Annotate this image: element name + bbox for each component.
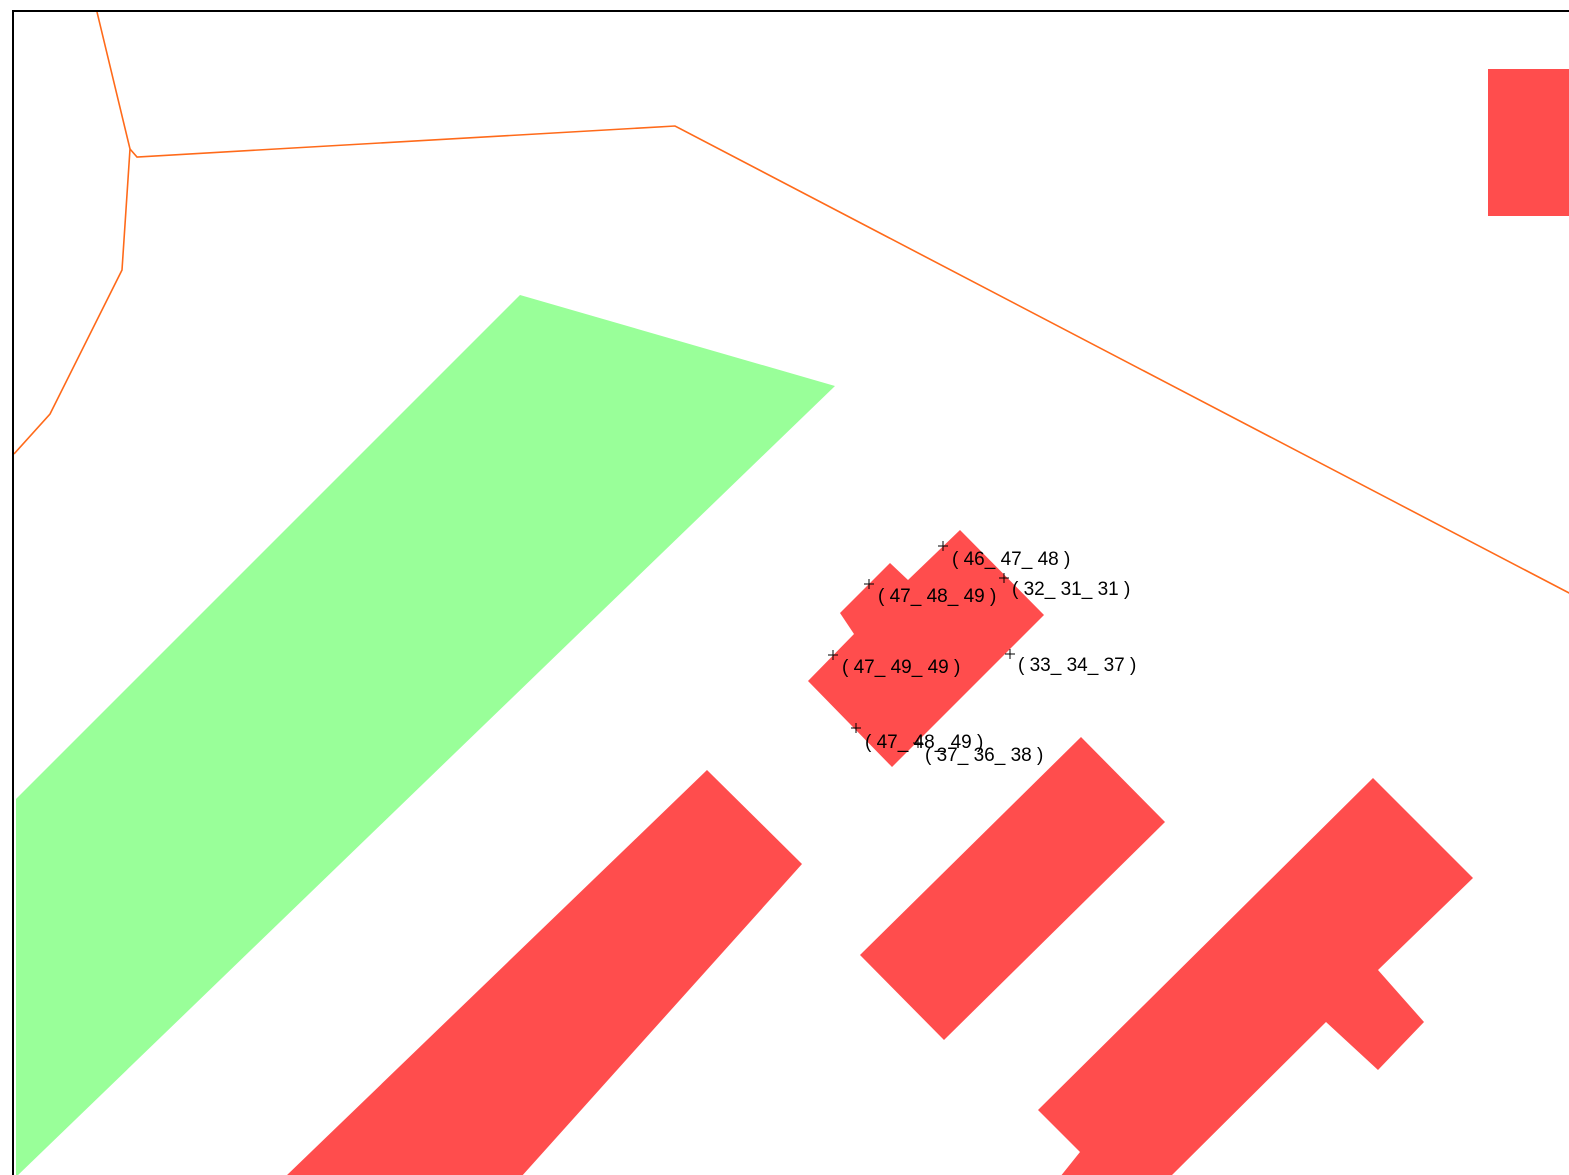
point-marker[interactable] (999, 573, 1009, 583)
building-long-left (287, 770, 802, 1175)
building-top-right (1488, 69, 1569, 216)
building-middle (860, 737, 1165, 1040)
point-label: ( 46_ 47_ 48 ) (952, 549, 1070, 570)
building-right-tshape (1038, 778, 1473, 1175)
point-label: ( 33_ 34_ 37 ) (1018, 655, 1136, 676)
point-markers (828, 541, 1015, 748)
green-area (16, 295, 835, 1175)
building-small-center (808, 530, 1044, 767)
point-marker[interactable] (828, 650, 838, 660)
point-marker[interactable] (1005, 649, 1015, 659)
point-label: ( 47_ 49_ 49 ) (842, 657, 960, 678)
point-marker[interactable] (938, 541, 948, 551)
point-marker[interactable] (851, 723, 861, 733)
point-label: ( 32_ 31_ 31 ) (1012, 579, 1130, 600)
boundary-line-north (129, 125, 1569, 594)
boundary-lines (14, 12, 1569, 594)
point-labels: ( 46_ 47_ 48 ) ( 47_ 48_ 49 ) ( 32_ 31_ … (842, 549, 1136, 766)
point-marker[interactable] (864, 579, 874, 589)
map-canvas[interactable]: ( 46_ 47_ 48 ) ( 47_ 48_ 49 ) ( 32_ 31_ … (12, 10, 1569, 1175)
point-marker[interactable] (913, 738, 923, 748)
map-drawing: ( 46_ 47_ 48 ) ( 47_ 48_ 49 ) ( 32_ 31_ … (14, 12, 1569, 1175)
boundary-line-west (14, 12, 131, 455)
buildings (287, 69, 1569, 1175)
point-label: ( 37_ 36_ 38 ) (925, 745, 1043, 766)
point-label: ( 47_ 48_ 49 ) (878, 586, 996, 607)
point-label: ( 47_ 48_ 49 ) (865, 732, 983, 753)
